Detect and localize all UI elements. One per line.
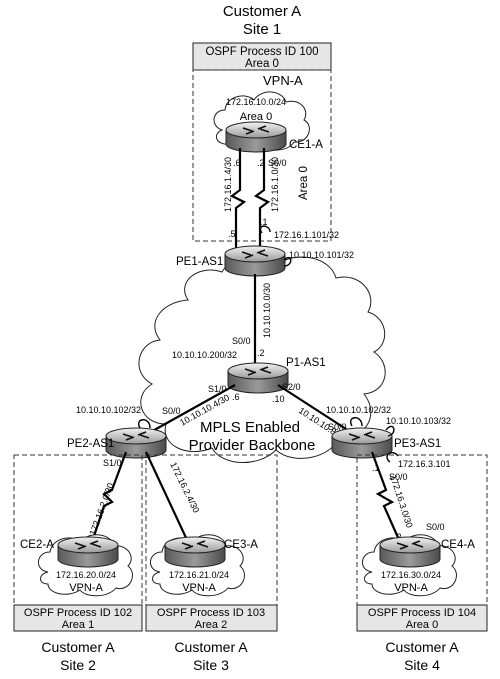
link-ce1-pe1-b xyxy=(253,148,271,255)
pe1-a-end-ip: .5 xyxy=(228,229,236,239)
ce1-s00-iface: S0/0 xyxy=(268,158,287,168)
p1-s00-iface: S0/0 xyxy=(232,336,251,346)
site3-label: Site 3 xyxy=(193,657,229,673)
pe2-s00-iface: S0/0 xyxy=(162,406,181,416)
ce4-network: 172.16.30.0/24 xyxy=(381,570,441,580)
link-ce1-pe1-b-subnet: 172.16.1.0/30 xyxy=(270,157,280,212)
pe1-name: PE1-AS1 xyxy=(176,256,223,268)
ce2-name: CE2-A xyxy=(20,539,54,551)
link-pe2-ce2-subnet: 172.16.2.0/30 xyxy=(87,482,115,537)
backbone-title-line2: Provider Backbone xyxy=(189,437,316,454)
site3-ospf-box xyxy=(145,604,278,632)
site2-boundary xyxy=(13,454,143,606)
backbone-title-line1: MPLS Enabled xyxy=(200,419,300,436)
site4-ospf: OSPF Process ID 104 xyxy=(368,607,476,619)
site2-customer: Customer A xyxy=(41,639,115,655)
pe2-s10-iface: S1/0 xyxy=(103,458,122,468)
p1-left-end-ip: .6 xyxy=(232,392,240,402)
p1-s20-iface: S2/0 xyxy=(282,382,301,392)
site2-area: Area 1 xyxy=(62,619,94,631)
pe3-ce-side-ip: 172.16.3.101 xyxy=(398,459,451,469)
site2-ospf-box xyxy=(13,604,143,632)
ce1-name: CE1-A xyxy=(289,139,323,151)
site4-customer: Customer A xyxy=(385,639,459,655)
site3-area: Area 2 xyxy=(195,619,227,631)
site1-area: Area 0 xyxy=(245,58,279,70)
link-pe2-ce3 xyxy=(145,451,189,543)
link-pe1-p1-subnet: 10.10.10.0/30 xyxy=(262,283,272,338)
pe1-ce-side-ip: 172.16.1.101/32 xyxy=(274,230,339,240)
ce3-vpn: VPN-A xyxy=(182,582,216,594)
site4-area: Area 0 xyxy=(406,619,438,631)
ce4-name: CE4-A xyxy=(441,539,475,551)
pe1-loopback-icon xyxy=(283,256,292,267)
pe3-ce-end-ip: .1 xyxy=(372,463,380,473)
pe3-s00-ce-iface: S0/0 xyxy=(389,472,408,482)
p1-s10-iface: S1/0 xyxy=(208,384,227,394)
ce1-network: 172.16.10.0/24 xyxy=(226,97,286,107)
site3-ospf: OSPF Process ID 103 xyxy=(157,607,265,619)
site1-boundary xyxy=(192,69,332,242)
ce4-s00-iface: S0/0 xyxy=(426,522,445,532)
p1-name: P1-AS1 xyxy=(286,357,326,369)
ce1-b-end-ip: .2 xyxy=(257,158,265,168)
pe3-s00-iface: S0/0 xyxy=(328,422,347,432)
p1-top-end-ip: .2 xyxy=(257,348,265,358)
ce1-router-icon[interactable] xyxy=(225,121,287,153)
pe3-loopback2: 10.10.10.103/32 xyxy=(386,416,451,426)
site4-ospf-box xyxy=(356,604,488,632)
link-p1-pe2 xyxy=(139,384,236,439)
ce3-network: 172.16.21.0/24 xyxy=(169,570,229,580)
ce2-network: 172.16.20.0/24 xyxy=(56,570,116,580)
site1-ospf-box xyxy=(192,42,332,71)
link-pe2-ce2 xyxy=(90,451,128,543)
ce3-name: CE3-A xyxy=(224,539,258,551)
ce4-end-ip: .2 xyxy=(394,532,402,542)
p1-loopback: 10.10.10.200/32 xyxy=(172,350,237,360)
ce4-router-icon[interactable] xyxy=(379,536,441,568)
pe1-loopback: 10.10.10.101/32 xyxy=(289,250,354,260)
pe1-b-end-ip: .1 xyxy=(260,217,268,227)
ce4-vpn: VPN-A xyxy=(394,582,428,594)
area0-vertical-label: Area 0 xyxy=(298,166,310,200)
ce2-router-icon[interactable] xyxy=(57,536,119,568)
ce3-router-icon[interactable] xyxy=(164,536,226,568)
pe1-router-icon[interactable] xyxy=(224,245,286,277)
pe2-loopback-icon xyxy=(138,419,151,429)
p1-right-end-ip: .10 xyxy=(272,394,285,404)
ce1-a-end-ip: .6 xyxy=(233,158,241,168)
pe2-name: PE2-AS1 xyxy=(67,438,114,450)
site2-ospf: OSPF Process ID 102 xyxy=(24,607,132,619)
pe2-loopback: 10.10.10.102/32 xyxy=(76,405,141,415)
p1-router-icon[interactable] xyxy=(227,362,289,394)
pe3-router-icon[interactable] xyxy=(331,427,393,459)
pe3-loopback1: 10.10.10.102/32 xyxy=(326,405,391,415)
site2-label: Site 2 xyxy=(60,657,96,673)
site4-label: Site 4 xyxy=(404,657,440,673)
site1-label: Site 1 xyxy=(243,21,281,38)
site3-customer: Customer A xyxy=(174,639,248,655)
link-pe2-ce3-subnet: 172.16.2.4/30 xyxy=(168,460,201,514)
link-pe3-ce4 xyxy=(370,451,402,543)
vpn-a-label: VPN-A xyxy=(263,73,303,88)
site1-customer: Customer A xyxy=(223,3,301,20)
link-ce1-pe1-a-subnet: 172.16.1.4/30 xyxy=(223,157,233,212)
pe2-router-icon[interactable] xyxy=(105,427,167,459)
ce2-vpn: VPN-A xyxy=(69,582,103,594)
pe3-name: PE3-AS1 xyxy=(394,438,441,450)
pe3-loopback2-icon xyxy=(385,425,395,437)
pe1-loop-ce-side xyxy=(259,225,271,234)
site1-ospf: OSPF Process ID 100 xyxy=(205,46,318,58)
ce1-area: Area 0 xyxy=(240,111,272,123)
pe3-ce-side-loop xyxy=(386,452,399,463)
link-ce1-pe1-a xyxy=(229,148,247,255)
pe3-loopback1-icon xyxy=(350,417,363,427)
